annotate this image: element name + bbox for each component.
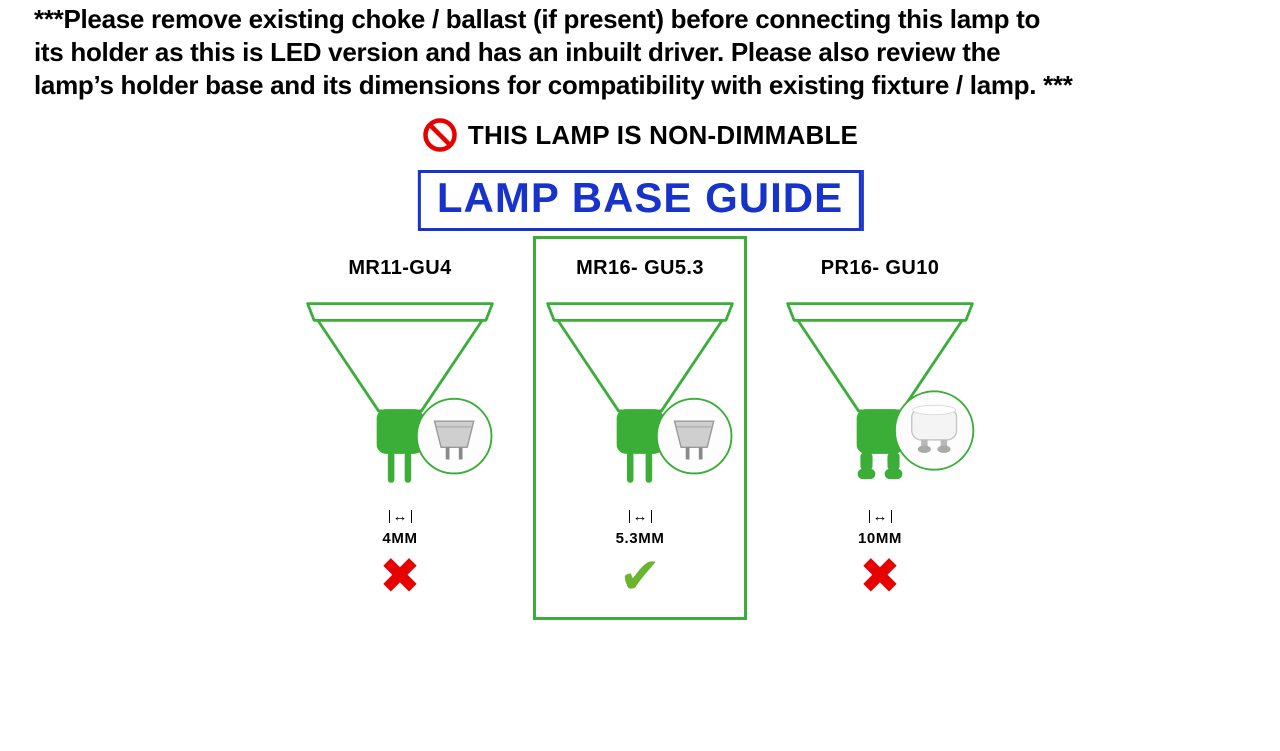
pin-right (404, 452, 412, 483)
compatible-check-icon: ✔ (619, 547, 661, 605)
pin-spacing-arrow: ↔ (868, 509, 892, 524)
lamp-base-guide-title: LAMP BASE GUIDE (436, 174, 844, 221)
pin-spacing-label: 10MM (857, 530, 903, 547)
disclaimer-line-1: ***Please remove existing choke / ballas… (34, 4, 1041, 34)
pin-right (645, 452, 653, 483)
base-name: MR11-GU4 (348, 257, 452, 279)
pin-spacing-label: 4MM (382, 530, 418, 547)
gu10-lamp-illustration (786, 302, 975, 480)
gu10-pin-left (857, 452, 876, 480)
lamp-base-guide-box: LAMP BASE GUIDE (417, 170, 863, 231)
incompatible-cross-icon: ✖ (859, 547, 901, 605)
disclaimer-line-3: lamp’s holder base and its dimensions fo… (34, 70, 1073, 100)
base-name: PR16- GU10 (820, 257, 940, 279)
base-photo-inset (894, 390, 975, 471)
incompatible-cross-icon: ✖ (379, 547, 421, 605)
mr11-lamp-illustration (306, 302, 494, 483)
non-dimmable-warning: THIS LAMP IS NON-DIMMABLE (0, 114, 1280, 156)
lamp-body (616, 409, 664, 454)
column-mr16-gu53: MR16- GU5.3 ↔ 5.3MM ✔ (533, 236, 747, 620)
disclaimer-line-2: its holder as this is LED version and ha… (34, 37, 1001, 67)
column-pr16-gu10: PR16- GU10 ↔ 10MM (773, 236, 987, 620)
pin-spacing-arrow: ↔ (388, 509, 412, 524)
base-name: MR16- GU5.3 (576, 257, 704, 279)
pin-spacing-label: 5.3MM (615, 530, 665, 547)
lamp-body (376, 409, 424, 454)
base-photo-inset (655, 397, 733, 475)
disclaimer-text: ***Please remove existing choke / ballas… (34, 3, 1073, 102)
no-symbol-icon (423, 118, 457, 152)
mr16-lamp-illustration (546, 302, 734, 483)
lamp-body (856, 409, 904, 454)
pin-left (387, 452, 395, 483)
pin-spacing-arrow: ↔ (628, 509, 652, 524)
base-photo-inset (415, 397, 493, 475)
pin-left (626, 452, 634, 483)
gu10-pin-right (884, 452, 903, 480)
column-mr11-gu4: MR11-GU4 ↔ 4MM ✖ (293, 236, 507, 620)
non-dimmable-label: THIS LAMP IS NON-DIMMABLE (467, 119, 859, 150)
base-comparison: MR11-GU4 ↔ 4MM ✖ MR16- GU5.3 (293, 236, 987, 620)
